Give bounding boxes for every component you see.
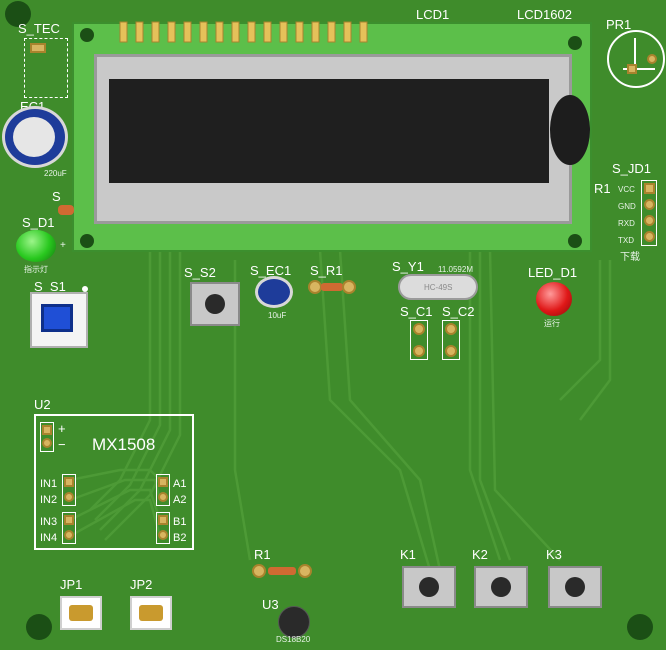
key-k1-button[interactable] [402, 566, 456, 608]
in2-label: IN2 [40, 494, 58, 506]
r1-bottom-label: R1 [254, 547, 271, 562]
pr1-label: PR1 [606, 17, 632, 32]
mounting-hole-bottom-left [26, 614, 52, 640]
lcd-module [72, 22, 592, 252]
b1-label: B1 [173, 516, 187, 528]
s-c1-capacitor [410, 320, 428, 360]
lcd-hole-bl [80, 234, 94, 248]
lcd-hole-tl [80, 28, 94, 42]
buzzer-shadow [550, 95, 590, 165]
green-led [16, 230, 56, 262]
a2-label: A2 [173, 494, 187, 506]
s-ec1-capacitor [255, 276, 293, 308]
lcd-hole-br [568, 234, 582, 248]
pr1-potentiometer [607, 30, 665, 88]
mx1508-module: + − MX1508 IN1 IN2 IN3 IN4 A1 A2 B1 B2 [34, 414, 194, 550]
mounting-hole-top-left [5, 1, 31, 27]
s-ec1-label: S_EC1 [250, 263, 292, 278]
key-k3-button[interactable] [548, 566, 602, 608]
jp1-label: JP1 [60, 577, 83, 592]
jd1-header [641, 180, 657, 246]
k2-label: K2 [472, 547, 488, 562]
u3-sublabel: DS18B20 [276, 635, 311, 644]
ec1-top [13, 117, 55, 157]
crystal-body-text: HC-49S [424, 283, 453, 292]
a1-label: A1 [173, 478, 187, 490]
k1-label: K1 [400, 547, 416, 562]
u3-sensor [278, 606, 310, 638]
power-switch-knob[interactable] [41, 304, 73, 332]
red-led [536, 282, 572, 316]
s-d1-label: S_D1 [22, 215, 55, 230]
s-d1-resistor [58, 205, 74, 215]
s-s1-label: S_S1 [34, 279, 66, 294]
s-c2-label: S_C2 [442, 304, 475, 319]
b2-label: B2 [173, 532, 187, 544]
key-k2-button[interactable] [474, 566, 528, 608]
crystal: HC-49S [398, 274, 478, 300]
lcd-pin-header [118, 20, 380, 44]
mx1508-title: MX1508 [92, 435, 156, 454]
s-s2-label: S_S2 [184, 265, 216, 280]
jd1-pin-gnd: GND [618, 202, 636, 211]
s-c1-label: S_C1 [400, 304, 433, 319]
ec1-value: 220uF [44, 169, 67, 178]
s-ec1-value: 10uF [268, 311, 287, 320]
led-d1-sublabel: 运行 [544, 319, 560, 328]
out-header-a [156, 474, 170, 506]
in-header-1 [62, 474, 76, 506]
s-tec-component [24, 38, 68, 98]
u2-label: U2 [34, 397, 51, 412]
jp2-connector[interactable] [130, 596, 172, 630]
reset-button[interactable] [190, 282, 240, 326]
lcd1-label: LCD1 [416, 7, 450, 22]
s-c2-capacitor [442, 320, 460, 360]
s-r1-label: S_R1 [310, 263, 343, 278]
led-d1-label: LED_D1 [528, 265, 578, 280]
s-y1-label: S_Y1 [392, 259, 424, 274]
u3-label: U3 [262, 597, 279, 612]
mx1508-power-header [40, 422, 54, 452]
in1-label: IN1 [40, 478, 58, 490]
s-d1-plus: + [60, 240, 66, 251]
lcd-screen [109, 79, 549, 183]
s-s1-dot [82, 286, 88, 292]
mx1508-minus: − [58, 437, 66, 452]
s-r1-resistor [308, 280, 356, 294]
mounting-hole-bottom-right [627, 614, 653, 640]
in3-label: IN3 [40, 516, 58, 528]
jp1-connector[interactable] [60, 596, 102, 630]
s-d1-sublabel: 指示灯 [24, 265, 48, 274]
mounting-hole-pr1 [568, 36, 582, 50]
ec1-capacitor [2, 106, 68, 168]
s-jd1-label: S_JD1 [612, 161, 652, 176]
power-switch[interactable] [30, 292, 88, 348]
lcd-bezel [94, 54, 572, 224]
s-d1-top-label: S [52, 189, 61, 204]
r1-resistor [252, 564, 312, 578]
s-tec-label: S_TEC [18, 21, 60, 36]
jd1-pin-rxd: RXD [618, 219, 635, 228]
out-header-b [156, 512, 170, 544]
in4-label: IN4 [40, 532, 58, 544]
k3-label: K3 [546, 547, 562, 562]
jd1-download-label: 下载 [620, 252, 640, 263]
jd1-pin-vcc: VCC [618, 185, 635, 194]
lcd1602-label: LCD1602 [517, 7, 572, 22]
jd1-pin-txd: TXD [618, 236, 634, 245]
in-header-2 [62, 512, 76, 544]
crystal-frequency: 11.0592M [438, 265, 473, 274]
mx1508-plus: + [58, 421, 66, 436]
s-tec-pad [30, 43, 46, 53]
jp2-label: JP2 [130, 577, 153, 592]
r1-top-label: R1 [594, 181, 611, 196]
